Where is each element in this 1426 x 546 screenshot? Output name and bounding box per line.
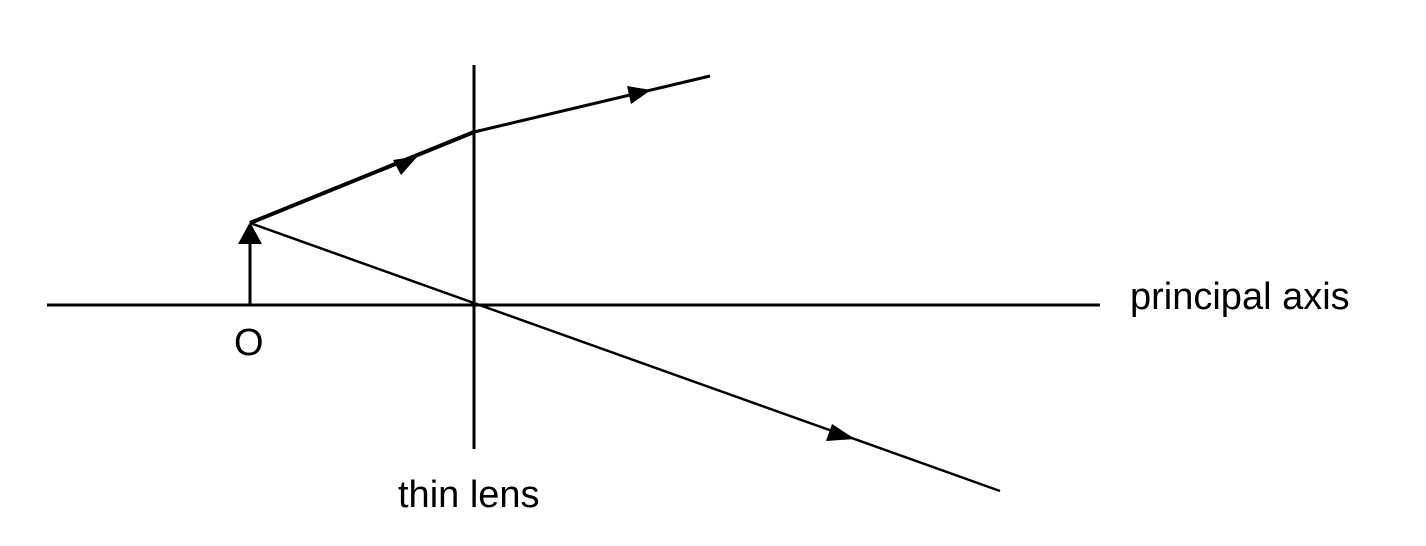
object-arrowhead xyxy=(238,222,262,244)
principal-axis-label: principal axis xyxy=(1130,276,1350,318)
ray-1-incident xyxy=(249,130,475,225)
ray-2-arrowhead xyxy=(826,424,855,441)
ray-2-central xyxy=(249,221,1001,493)
ray-1-refracted-arrowhead xyxy=(627,86,651,104)
object-label: O xyxy=(234,322,264,364)
ray-1-refracted xyxy=(473,74,711,134)
ray-1-incident-arrowhead xyxy=(393,156,418,175)
thin-lens-label: thin lens xyxy=(398,474,540,516)
